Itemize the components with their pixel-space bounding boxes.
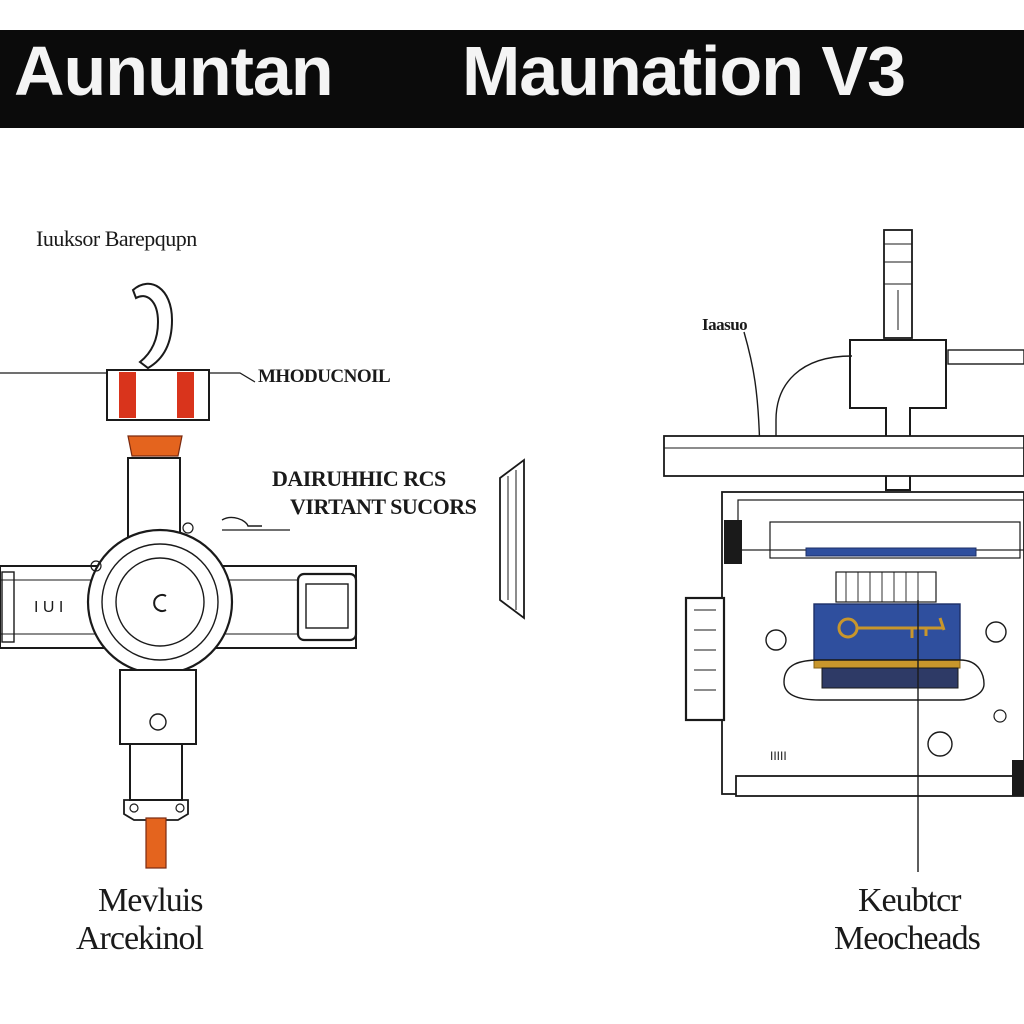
bracket-hole-left	[129, 803, 139, 813]
inner-shelf	[769, 521, 1021, 559]
gauge-window	[305, 583, 349, 629]
title-right: Maunation V3	[462, 32, 906, 110]
lower-body-bolt	[149, 713, 167, 731]
bracket-hole-right	[175, 803, 185, 813]
collar-stripe-left	[119, 372, 136, 418]
dark-knob	[724, 520, 742, 564]
side-bolt-left	[90, 560, 102, 572]
caption-bottom-left-line1: Mevluis	[98, 882, 203, 919]
lower-body	[119, 669, 197, 745]
lower-cylinder	[783, 659, 985, 701]
label-top-left: Iuuksor Barepqupn	[36, 226, 197, 251]
dark-base-strip	[821, 667, 959, 689]
t-housing	[849, 339, 947, 491]
valve-housing-mid	[101, 543, 219, 661]
top-deck	[663, 435, 1024, 477]
valve-housing-inner	[115, 557, 205, 647]
right-machine-assembly: IIIII	[663, 229, 1024, 872]
side-wheel	[765, 629, 787, 651]
pipe-end-flange	[1, 571, 15, 643]
right-fitting-2	[993, 709, 1007, 723]
label-right-top: Iaasuo	[702, 315, 748, 334]
orange-rod	[145, 817, 167, 869]
title-left: Aununtan	[14, 32, 334, 110]
collar-stripe-right	[177, 372, 194, 418]
solenoid-leader	[0, 372, 256, 383]
orange-nut	[127, 435, 183, 457]
key-shaft	[857, 617, 946, 638]
bottom-base	[735, 775, 1024, 797]
label-center-line1: DAIRUHHIC RCS	[272, 466, 446, 491]
gauge-box	[296, 572, 358, 642]
flange-marking: I U I	[34, 599, 63, 616]
valve-center-mark	[153, 594, 167, 612]
upper-stem	[127, 457, 181, 541]
gold-strip	[813, 659, 961, 669]
right-foot	[1012, 760, 1024, 796]
center-bracket	[499, 458, 525, 620]
stem-bracket	[123, 799, 189, 821]
blue-panel	[813, 603, 961, 661]
caption-bottom-right-line2: Meocheads	[834, 920, 981, 957]
title-bar	[0, 30, 1024, 128]
center-connector	[221, 516, 262, 527]
caption-bottom-left-line2: Arcekinol	[76, 920, 204, 957]
right-fitting	[985, 621, 1007, 643]
cable-loop	[775, 355, 853, 470]
base-fitting	[927, 731, 953, 757]
lower-stem	[129, 743, 183, 801]
valve-housing-outer	[86, 528, 234, 676]
coil-block	[835, 571, 937, 603]
caption-bottom-right-line1: Keubtcr	[858, 882, 962, 919]
blue-rail	[805, 547, 977, 557]
side-bolt-right	[182, 522, 194, 534]
base-marking: IIIII	[770, 749, 787, 763]
left-valve-assembly: I U I	[0, 283, 358, 869]
top-rail	[947, 349, 1024, 365]
bracket-shape	[499, 458, 525, 620]
label-solenoid: MHODUCNOIL	[258, 366, 391, 387]
side-panel	[684, 596, 726, 722]
label-center-line2: VIRTANT SUCORS	[290, 494, 477, 519]
top-hook	[131, 283, 174, 370]
